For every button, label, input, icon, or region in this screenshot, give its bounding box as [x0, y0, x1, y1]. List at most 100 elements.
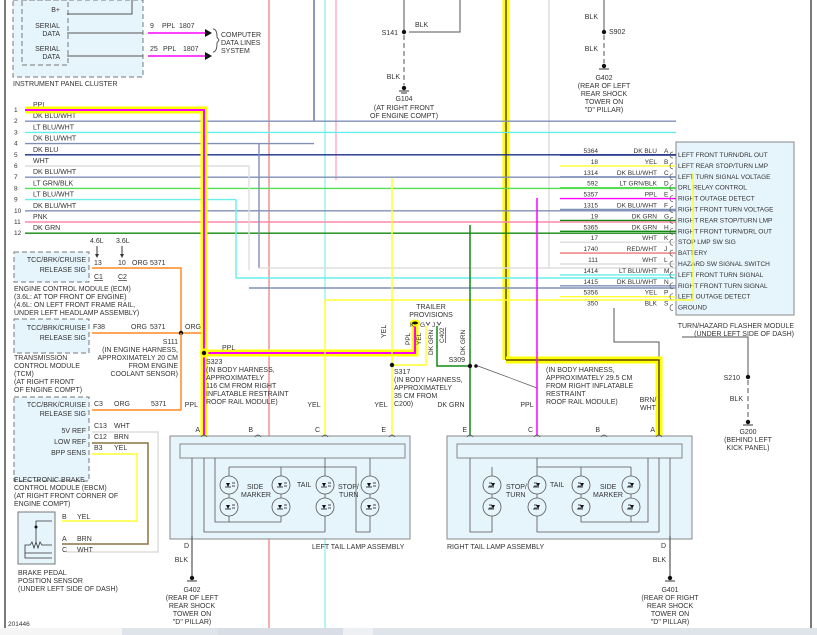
lamp-label: TURN: [339, 492, 358, 499]
flasher-pin-label: RIGHT OUTAGE DETECT: [678, 196, 755, 203]
ebcm-wire: ORG: [114, 401, 130, 408]
wire-color-label: BLK: [387, 74, 401, 81]
lamp-bulb-icon: [571, 475, 591, 495]
flasher-pin-label: LEFT TURN SIGNAL VOLTAGE: [678, 174, 771, 181]
destination-label: SYSTEM: [221, 48, 250, 55]
harness-row-color: WHT: [33, 158, 50, 165]
trailer-title: PROVISIONS: [409, 312, 453, 319]
s309-desc: ROOF RAIL MODULE): [546, 399, 618, 406]
ground-location: (REAR OF LEFT: [578, 83, 631, 90]
flasher-module-box: [675, 141, 795, 316]
flasher-circuit: 17: [591, 235, 599, 242]
flasher-pin-label: LEFT OUTAGE DETECT: [678, 294, 750, 301]
harness-row-color: DK BLU: [33, 147, 58, 154]
splice-s317-label: S317 (IN BODY HARNESS, APPROXIMATELY 35 …: [394, 369, 463, 408]
flasher-pin: N: [664, 279, 669, 286]
trailer-title: TRAILER: [416, 304, 446, 311]
ground-label: G104: [395, 96, 412, 103]
harness-row-color: DK BLU/WHT: [33, 113, 77, 120]
flasher-wire-color: DK BLU/WHT: [617, 203, 657, 210]
ground-label: G402: [595, 75, 612, 82]
s111-desc: COOLANT SENSOR): [110, 371, 178, 378]
flasher-wire-color: DK GRN: [632, 224, 658, 231]
connector-icon: [669, 282, 674, 290]
splice-dot: [601, 29, 607, 35]
flasher-wire-color: DK GRN: [632, 213, 658, 220]
lamp-pin: E: [462, 427, 467, 434]
s323-desc: (IN BODY HARNESS,: [206, 367, 275, 374]
ground-label: G200: [739, 429, 756, 436]
lamp-label: STOP/: [506, 484, 527, 491]
wire-color-label: BLK: [585, 46, 599, 53]
flasher-circuit: 18: [591, 159, 599, 166]
flasher-wire-color: DK BLU/WHT: [617, 279, 657, 286]
ebcm-pin-label: 5V REF: [61, 428, 86, 435]
harness-row-number: 2: [14, 118, 18, 125]
ebcm-outline: [13, 396, 90, 482]
flasher-circuit: 1415: [584, 279, 599, 286]
yel-wire-branch: [325, 173, 694, 301]
flasher-pin: P: [664, 290, 668, 297]
s111-desc: FROM ENGINE: [129, 363, 179, 370]
flasher-circuit: 19: [591, 213, 599, 220]
ground-location: KICK PANEL): [726, 445, 769, 452]
s317-desc: (IN BODY HARNESS,: [394, 377, 463, 384]
s111-desc: (IN ENGINE HARNESS,: [102, 347, 178, 354]
ecm-signal: RELEASE SIG: [40, 267, 86, 274]
bottom-scrollbar[interactable]: [0, 628, 817, 635]
flasher-pin-label: LEFT FRONT TURN SIGNAL: [678, 272, 764, 279]
ground-icon: [401, 85, 407, 91]
ground-g402-top: BLK S902 BLK G402 (REAR OF LEFT REAR SHO…: [578, 0, 631, 114]
lamp-bulb-icon: [527, 497, 547, 517]
trailer-pin: G: [420, 322, 425, 329]
ipc-pin-label: B+: [51, 7, 60, 14]
s317-desc: C200): [394, 401, 413, 408]
lamp-bulb-icon: [219, 497, 239, 517]
ipc-circuit-1-color: PPL: [162, 23, 175, 30]
wire-color-label: BLK: [653, 557, 667, 564]
arrow-icon: [205, 52, 212, 60]
s317-desc: 35 CM FROM: [394, 393, 437, 400]
connector-icon: [669, 260, 674, 268]
yel-label: YEL: [374, 402, 387, 409]
electronic-brake-control-module: TCC/BRK/CRUISE RELEASE SIG 5V REF LOW RE…: [13, 333, 182, 553]
flasher-circuit: 5357: [584, 192, 599, 199]
harness-row-number: 8: [14, 185, 18, 192]
ground-location: (REAR OF LEFT: [166, 595, 219, 602]
lamp-bulb-icon: [621, 475, 641, 495]
ipc-pin-label: SERIAL: [35, 46, 60, 53]
ebcm-pin: C13: [94, 423, 107, 430]
flasher-pin-label: RIGHT REAR STOP/TURN LMP: [678, 217, 772, 224]
s323-wire: PPL: [222, 345, 235, 352]
splice-dot: [745, 374, 751, 380]
arrow-icon: [120, 254, 124, 258]
lamp-bulb-icon: [315, 475, 335, 495]
ebcm-pin-label: BPP SENS: [51, 450, 86, 457]
yel-wire-bpp-sens: [62, 453, 138, 522]
ppl-label: PPL: [185, 402, 198, 409]
scrollbar-thumb[interactable]: [218, 628, 343, 635]
lamp-pin: B: [248, 427, 253, 434]
instrument-panel-cluster: B+ SERIAL DATA SERIAL DATA 9 PPL 1807 25…: [12, 0, 261, 88]
ground-icon: [601, 63, 607, 69]
ipc-circuit-2-color: PPL: [163, 46, 176, 53]
s309-desc: (IN BODY HARNESS,: [546, 367, 615, 374]
harness-row-number: 6: [14, 163, 18, 170]
figure-id: 201446: [8, 621, 30, 628]
bpp-pin: C: [62, 547, 67, 554]
lamp-bulb-icon: [621, 497, 641, 517]
engine-tag: 3.6L: [116, 238, 130, 245]
connector-icon: [669, 304, 674, 311]
lamp-pin: E: [381, 427, 386, 434]
ground-icon: [667, 575, 673, 581]
flasher-module-name: TURN/HAZARD FLASHER MODULE: [678, 323, 795, 330]
flasher-wire-color: LT GRN/BLK: [620, 181, 658, 188]
ground-location: "D" PILLAR): [585, 107, 623, 114]
arrow-icon: [95, 254, 99, 258]
ipc-name: INSTRUMENT PANEL CLUSTER: [13, 81, 118, 88]
lamp-pin: B: [595, 427, 600, 434]
lamp-pin: A: [650, 427, 655, 434]
ipc-circuit-1-number: 1807: [179, 23, 195, 30]
dk-grn-label: DK GRN: [437, 402, 464, 409]
flasher-pin: J: [664, 246, 667, 253]
